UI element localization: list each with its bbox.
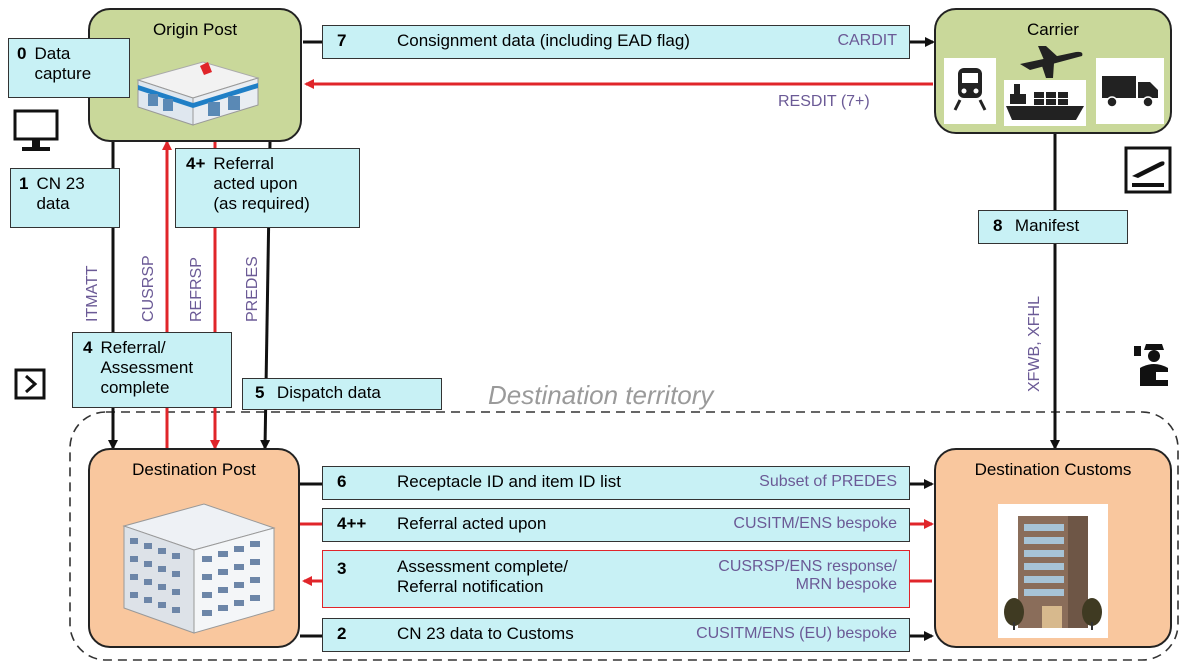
step-7-number: 7	[337, 31, 347, 50]
cusrsp-label: CUSRSP	[140, 255, 157, 322]
step-7-protocol: CARDIT	[837, 32, 897, 49]
step-1-line1: CN 23	[36, 174, 85, 193]
step-3-line2: Referral notification	[397, 577, 544, 596]
step-3-box: 3 Assessment complete/ Referral notifica…	[322, 550, 910, 608]
step-7-box: 7 Consignment data (including EAD flag) …	[322, 25, 910, 59]
truck-tile	[1096, 58, 1164, 124]
ship-icon	[1006, 84, 1084, 120]
destination-post-title: Destination Post	[132, 460, 256, 479]
step-4-box: 4 Referral/ Assessment complete	[72, 332, 232, 408]
step-0-number: 0	[17, 44, 27, 63]
step-2-box: 2 CN 23 data to Customs CUSITM/ENS (EU) …	[322, 618, 910, 652]
step-0-box: 0 Data capture	[8, 38, 130, 98]
step-6-number: 6	[337, 472, 347, 491]
step-6-box: 6 Receptacle ID and item ID list Subset …	[322, 466, 910, 500]
step-5-number: 5	[255, 383, 265, 402]
step-6-label: Receptacle ID and item ID list	[397, 472, 621, 491]
step-4-line2: Assessment	[100, 358, 194, 377]
destination-customs-node[interactable]: Destination Customs	[934, 448, 1172, 648]
step-4plus-line2: acted upon	[213, 174, 298, 193]
step-1-box: 1 CN 23 data	[10, 168, 120, 228]
customs-building-tile	[998, 504, 1108, 638]
resdit-label: RESDIT (7+)	[778, 93, 870, 110]
step-3-number: 3	[337, 559, 347, 578]
step-8-box: 8 Manifest	[978, 210, 1128, 244]
step-8-number: 8	[993, 216, 1003, 235]
step-4plusplus-protocol: CUSITM/ENS bespoke	[733, 515, 897, 532]
destination-customs-title: Destination Customs	[974, 460, 1132, 479]
step-1-number: 1	[19, 174, 29, 193]
step-2-label: CN 23 data to Customs	[397, 624, 574, 643]
itmatt-label: ITMATT	[84, 265, 101, 322]
step-3-protocol-line2: MRN bespoke	[795, 576, 897, 593]
office-building-illustration	[122, 503, 276, 634]
xfwb-label: XFWB, XFHL	[1026, 295, 1043, 392]
step-2-number: 2	[337, 624, 347, 643]
step-3-protocol-line1: CUSRSP/ENS response/	[718, 558, 897, 575]
step-5-label: Dispatch data	[276, 383, 381, 402]
step-6-protocol: Subset of PREDES	[759, 473, 897, 490]
step-5-box: 5 Dispatch data	[242, 378, 442, 410]
customs-officer-icon	[1134, 344, 1172, 386]
step-0-line2: capture	[34, 64, 92, 83]
carrier-title: Carrier	[1027, 20, 1079, 39]
step-4-line3: complete	[100, 378, 170, 397]
train-tile	[944, 58, 996, 124]
airplane-icon	[1020, 46, 1083, 78]
origin-post-title: Origin Post	[152, 20, 238, 39]
customs-building-illustration	[1004, 516, 1102, 630]
step-4plus-number: 4+	[186, 154, 206, 173]
destination-territory-boundary	[69, 411, 1179, 661]
step-7-label: Consignment data (including EAD flag)	[397, 31, 690, 50]
step-4-line1: Referral/	[100, 338, 166, 357]
computer-icon	[13, 109, 59, 151]
step-3-line1: Assessment complete/	[397, 557, 569, 576]
predes-label: PREDES	[244, 256, 261, 322]
step-8-label: Manifest	[1014, 216, 1080, 235]
origin-post-node[interactable]: Origin Post	[88, 8, 302, 142]
step-4-number: 4	[83, 338, 93, 357]
step-4plusplus-box: 4++ Referral acted upon CUSITM/ENS bespo…	[322, 508, 910, 542]
step-4plusplus-label: Referral acted upon	[397, 514, 547, 533]
truck-icon	[1102, 76, 1158, 108]
departure-icon	[1124, 146, 1172, 194]
step-4plus-line1: Referral	[213, 154, 274, 173]
train-icon	[953, 68, 987, 111]
step-4plus-box: 4+ Referral acted upon (as required)	[175, 148, 360, 228]
step-0-line1: Data	[34, 44, 71, 63]
chevron-right-icon[interactable]	[14, 368, 46, 400]
step-4plus-line3: (as required)	[213, 194, 310, 213]
destination-post-node[interactable]: Destination Post	[88, 448, 300, 648]
carrier-node[interactable]: Carrier	[934, 8, 1172, 134]
refrsp-label: REFRSP	[188, 257, 205, 322]
ship-tile	[1004, 80, 1086, 126]
destination-territory-label: Destination territory	[488, 380, 714, 410]
step-4plusplus-number: 4++	[337, 514, 367, 533]
step-2-protocol: CUSITM/ENS (EU) bespoke	[696, 625, 897, 642]
post-office-illustration	[136, 61, 260, 126]
step-1-line2: data	[36, 194, 70, 213]
